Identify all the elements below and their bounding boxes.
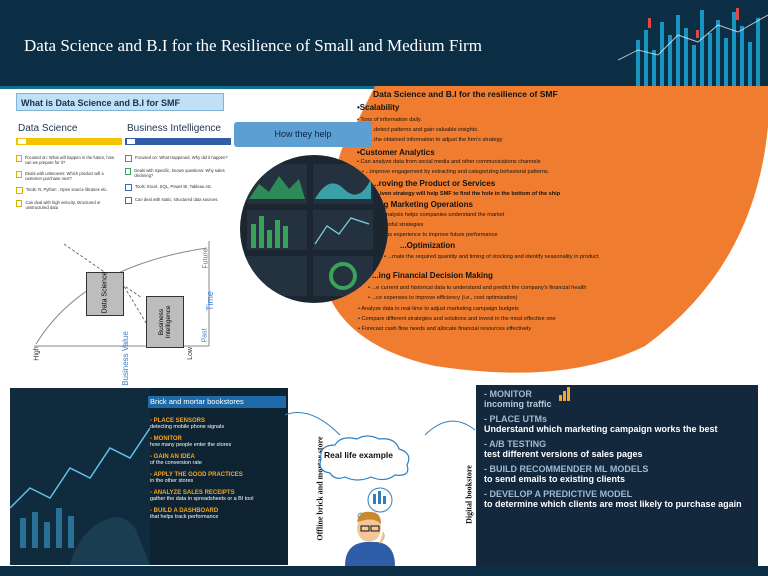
section-heading: ...Optimization (400, 241, 456, 250)
orange-background-shape (322, 86, 768, 373)
digital-item-detail: Understand which marketing campaign work… (484, 424, 718, 434)
orange-section-title: Data Science and B.I for the resilience … (373, 89, 558, 99)
brick-item-detail: detecting mobile phone signals (150, 424, 225, 430)
axis-label-business-value: Business Value (120, 331, 130, 386)
section-heading: ...ing Financial Decision Making (372, 271, 493, 280)
brick-item-heading: - PLACE SENSORS (150, 418, 206, 424)
section-line: • ...the obtained information to adjust … (366, 137, 503, 143)
data-science-color-bar (16, 138, 122, 145)
axis-label-high: High (33, 346, 41, 361)
section-line: • Can analyze data from social media and… (357, 159, 541, 165)
digital-item-heading: - PLACE UTMs (484, 414, 547, 424)
axis-label-low: Low (186, 347, 194, 360)
digital-item-detail: test different versions of sales pages (484, 449, 643, 459)
brick-item-heading: - MONITOR (150, 436, 182, 442)
real-life-label: Real life example (324, 450, 393, 460)
bar-chart-icon (559, 387, 570, 401)
connector-lines (284, 412, 476, 436)
section-heading: ...ng Marketing Operations (372, 200, 473, 209)
brick-and-mortar-panel: Brick and mortar bookstores - PLACE SENS… (10, 388, 288, 565)
header-banner (0, 0, 768, 89)
section-line: • ...ce expenses to improve efficiency (… (368, 295, 518, 301)
digital-item-heading: - BUILD RECOMMENDER ML MODELS (484, 464, 649, 474)
bi-color-bar (125, 138, 231, 145)
section-line: • Analyze data in real-time to adjust ma… (358, 306, 519, 312)
header-chart-graphic (618, 0, 768, 86)
digital-item-detail: to send emails to existing clients (484, 474, 626, 484)
brick-item-detail: how many people enter the stores (150, 442, 232, 448)
digital-item-heading: - DEVELOP A PREDICTIVE MODEL (484, 489, 633, 499)
list-item: Can deal with high velocity, structured … (16, 200, 122, 210)
section-line: • ...us experience to improve future per… (378, 232, 498, 238)
section-line: • ...mate the required quantity and timi… (384, 254, 599, 260)
page-title: Data Science and B.I for the Resilience … (24, 36, 482, 55)
list-item: Deals with Specific, known questions: Wh… (125, 168, 231, 178)
bi-column-title: Business Intelligence (127, 123, 221, 134)
section-line: • ...iven strategy will help SMF to find… (372, 191, 561, 197)
section-line: • ...nalysis helps companies understand … (378, 212, 505, 218)
axis-label-future: Future (202, 248, 210, 269)
analytics-hand-image (10, 388, 150, 565)
axis-label-time: Time (204, 291, 215, 311)
list-item: Tools: R, Python , Open source libraries… (16, 187, 122, 194)
list-item: Tools: Excel, SQL, Power BI, Tableau etc… (125, 184, 231, 191)
section-line: • Compare different strategies and solut… (358, 316, 556, 322)
digital-item-heading: - MONITOR (484, 389, 532, 399)
section-line: • ...detect patterns and gain valuable i… (366, 127, 479, 133)
brick-title: Brick and mortar bookstores (148, 396, 286, 408)
what-is-title: What is Data Science and B.I for SMF (16, 93, 224, 111)
section-heading: ...roving the Product or Services (372, 179, 496, 188)
brick-item-heading: - APPLY THE GOOD PRACTICES (150, 472, 243, 478)
digital-bookstore-label: Digital bookstore (464, 465, 474, 524)
section-line: • Forecast cash flow needs and allocate … (358, 326, 532, 332)
footer-band (0, 566, 768, 576)
section-heading: •Customer Analytics (357, 148, 435, 157)
list-item: Deals with unknowns: Which product will … (16, 171, 122, 181)
data-science-column-title: Data Science (18, 123, 78, 134)
list-item: Can deal with static, structured data so… (125, 197, 231, 204)
brick-item-detail: in the other stores (150, 478, 194, 484)
real-life-cloud (319, 435, 410, 481)
digital-item-detail: incoming traffic (484, 399, 552, 409)
section-line: • Tons of information daily. (357, 117, 422, 123)
section-heading: •Scalability (357, 103, 400, 112)
brick-item-heading: - BUILD A DASHBOARD (150, 508, 219, 514)
bi-list: Focused on: What Happened, Why did it ha… (125, 155, 231, 204)
axis-label-past: Past (201, 328, 209, 343)
how-they-help-box: How they help (234, 122, 372, 147)
business-intelligence-box: Business Intelligence (146, 296, 184, 348)
brick-item-heading: - ANALYZE SALES RECEIPTS (150, 490, 235, 496)
brick-item-detail: that helps track performance (150, 514, 219, 520)
dashboard-circle-image (240, 155, 388, 303)
section-line: • ...e current and historical data to un… (368, 285, 587, 291)
brick-item-detail: of the conversion rate (150, 460, 202, 466)
section-line: • ...improve engagement by extracting an… (362, 169, 550, 175)
brick-item-heading: - GAIN AN IDEA (150, 454, 195, 460)
digital-item-heading: - A/B TESTING (484, 439, 547, 449)
data-science-box: Data Science (86, 272, 124, 316)
thinking-person-icon (345, 487, 395, 566)
digital-item-detail: to determine which clients are most like… (484, 499, 742, 509)
data-science-list: Focused on: What will happen in the futu… (16, 155, 122, 210)
brick-item-detail: gather the data in spreadsheets or a BI … (150, 496, 254, 502)
section-line: • ...ssful strategies (378, 222, 424, 228)
list-item: Focused on: What will happen in the futu… (16, 155, 122, 165)
list-item: Focused on: What Happened, Why did it ha… (125, 155, 231, 162)
